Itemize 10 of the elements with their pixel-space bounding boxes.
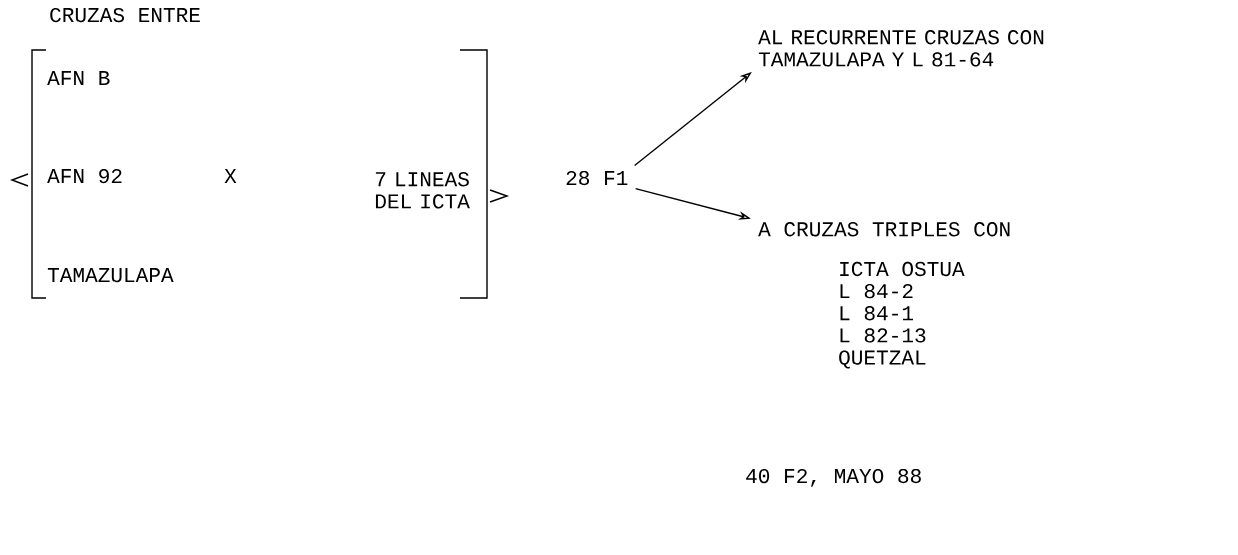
note-text: 40 F2, MAYO 88: [746, 468, 921, 487]
entry-text: TAMAZULAPA: [47, 268, 174, 283]
entry-text: AFN B: [47, 71, 110, 85]
entry-text: 7 LINEAS DEL ICTA: [375, 172, 470, 209]
cross-sign: X: [224, 169, 237, 183]
note-text: AL RECURRENTE CRUZAS CON TAMAZULAPA Y L 81-64: [758, 30, 1044, 67]
note-text: A CRUZAS TRIPLES CON ICTA OSTUA L 84-2 L 84-1 L 82-13 QUETZAL: [758, 222, 1010, 369]
heading-text: CRUZAS ENTRE: [50, 7, 200, 23]
entry-text: AFN 92: [47, 168, 122, 184]
generation-text: 28 F1: [566, 170, 628, 186]
